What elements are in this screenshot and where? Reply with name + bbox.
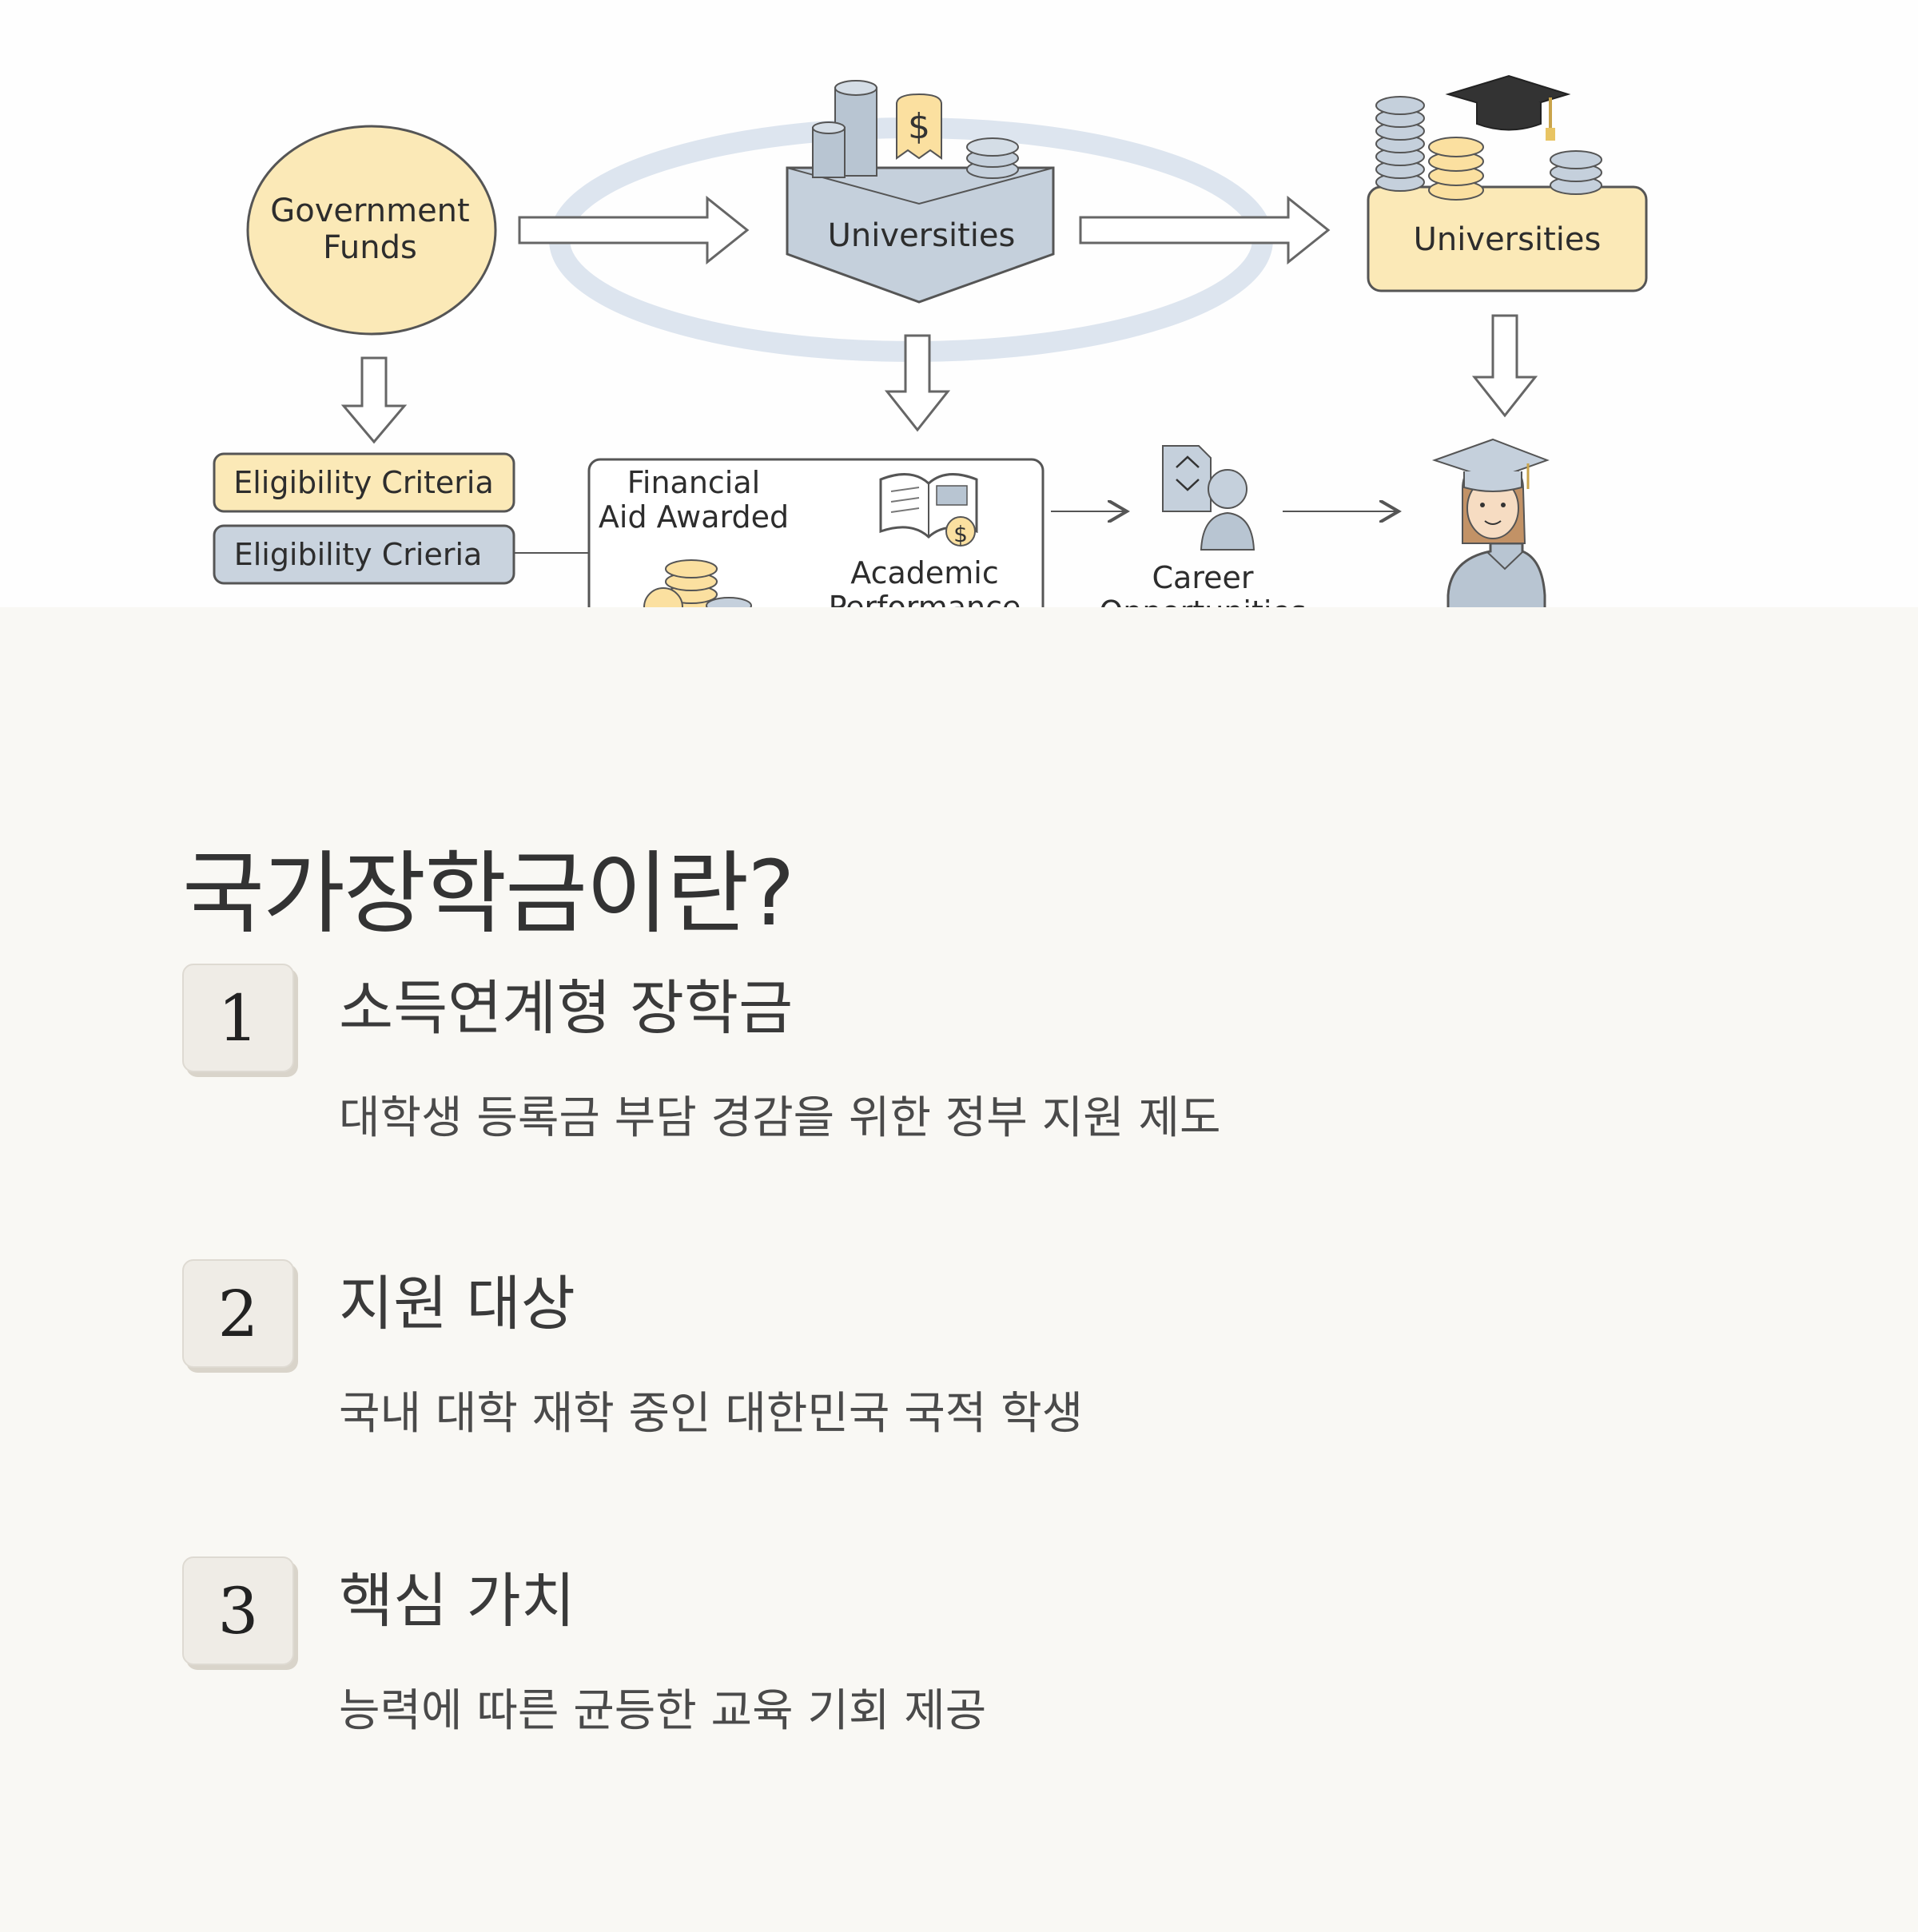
eligibility-criteria-2: Eligibility Crieria — [213, 524, 515, 585]
universities-right-node: Universities — [1367, 74, 1648, 292]
svg-text:Eligibility Criteria: Eligibility Criteria — [233, 465, 494, 500]
book-icon: $ — [879, 473, 978, 547]
item-title: 핵심 가치 — [339, 1567, 575, 1636]
graduate-student-icon — [1431, 438, 1550, 607]
content-section: 국가장학금이란? 1 소득연계형 장학금 대학생 등록금 부담 경감을 위한 정… — [0, 607, 1918, 1932]
academic-line-1: Academic — [850, 555, 998, 590]
career-line-2: Opportunities — [1099, 594, 1306, 607]
hero-diagram: Government Funds $ Universities — [0, 0, 1918, 607]
item-title: 지원 대상 — [339, 1270, 575, 1338]
item-title: 소득연계형 장학금 — [339, 974, 794, 1043]
universities-right-label: Universities — [1414, 221, 1602, 258]
government-funds-line-2: Funds — [323, 229, 417, 266]
item-description: 국내 대학 재학 중인 대한민국 국적 학생 — [339, 1388, 1084, 1440]
arrow-right-2 — [1079, 195, 1331, 265]
career-line-1: Career — [1152, 560, 1254, 595]
career-node: Career Opportunities — [1099, 445, 1307, 607]
government-funds-node: Government Funds — [246, 125, 497, 336]
number-badge: 1 — [182, 964, 294, 1072]
arrow-down-right — [1471, 314, 1538, 418]
government-funds-line-1: Government — [270, 193, 469, 229]
page-title: 국가장학금이란? — [182, 842, 795, 947]
item-description: 대학생 등록금 부담 경감을 위한 정부 지원 제도 — [339, 1092, 1221, 1144]
financial-aid-box: Financial Aid Awarded $ Academic Perform… — [587, 458, 1045, 607]
financial-aid-line-2: Aid Awarded — [599, 499, 789, 535]
info-item-3: 3 핵심 가치 능력에 따른 균등한 교육 기회 제공 — [182, 1556, 1701, 1748]
arrow-right-1 — [518, 195, 750, 265]
info-item-1: 1 소득연계형 장학금 대학생 등록금 부담 경감을 위한 정부 지원 제도 — [182, 964, 1701, 1155]
graduation-cap-icon — [1445, 74, 1571, 141]
academic-line-2: Performance — [829, 590, 1021, 607]
svg-text:$: $ — [953, 521, 968, 547]
info-item-2: 2 지원 대상 국내 대학 재학 중인 대한민국 국적 학생 — [182, 1259, 1701, 1451]
arrow-down-left — [340, 356, 408, 444]
funding-flow-diagram: Government Funds $ Universities — [213, 74, 1648, 607]
item-description: 능력에 따른 균등한 교육 기회 제공 — [339, 1685, 987, 1737]
arrow-down-center — [884, 334, 951, 432]
number-badge: 2 — [182, 1259, 294, 1368]
financial-aid-line-1: Financial — [627, 465, 760, 500]
dollar-icon: $ — [908, 106, 930, 147]
number-badge: 3 — [182, 1556, 294, 1665]
eligibility-criteria-1: Eligibility Criteria — [213, 452, 515, 513]
svg-text:Eligibility Crieria: Eligibility Crieria — [234, 537, 483, 572]
universities-center-node: $ Universities — [786, 80, 1055, 304]
universities-center-label: Universities — [828, 217, 1016, 254]
